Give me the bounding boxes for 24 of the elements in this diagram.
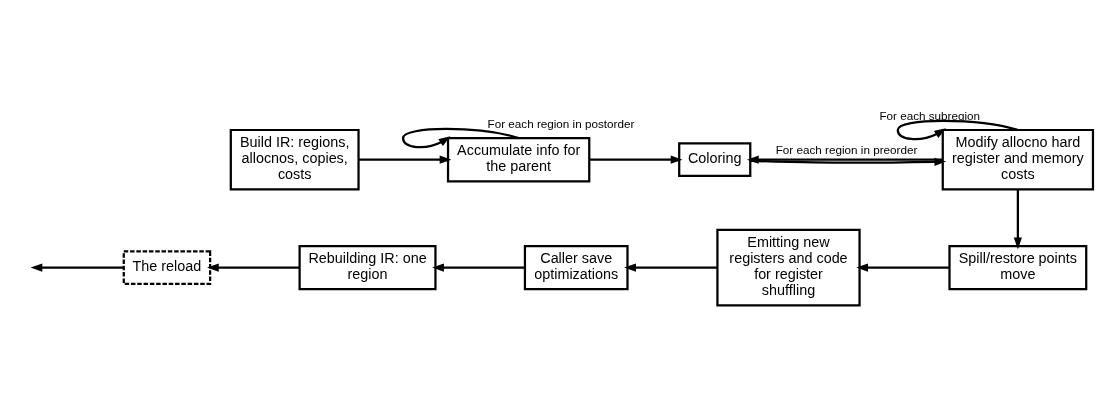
node-box: Rebuilding IR: one region bbox=[298, 244, 437, 291]
arrow bbox=[358, 155, 452, 164]
node-box: Accumulate info for the parent bbox=[446, 136, 591, 183]
arrow bbox=[432, 263, 525, 272]
arrow bbox=[401, 127, 519, 149]
edge-label: For each subregion bbox=[879, 108, 981, 122]
node-box: Emitting new registers and code for register shuffling bbox=[716, 228, 861, 307]
arrow bbox=[856, 263, 950, 272]
arrow bbox=[1013, 189, 1022, 250]
node-box: Build IR: regions, allocnos, copies, costs bbox=[229, 128, 360, 191]
node-box: The reload bbox=[122, 250, 212, 285]
arrow bbox=[747, 155, 943, 164]
arrow bbox=[624, 263, 718, 272]
arrow bbox=[589, 155, 683, 164]
arrow bbox=[750, 157, 947, 166]
arrow bbox=[207, 263, 300, 272]
edge-label: For each region in preorder bbox=[775, 142, 918, 156]
edge-label: For each region in postorder bbox=[487, 117, 635, 131]
node-box: Caller save optimizations bbox=[523, 244, 629, 291]
node-box: Modify allocno hard register and memory costs bbox=[941, 128, 1095, 191]
arrow bbox=[30, 263, 124, 272]
node-box: Spill/restore points move bbox=[948, 244, 1088, 291]
arrow bbox=[896, 119, 1019, 141]
node-box: Coloring bbox=[678, 142, 752, 177]
